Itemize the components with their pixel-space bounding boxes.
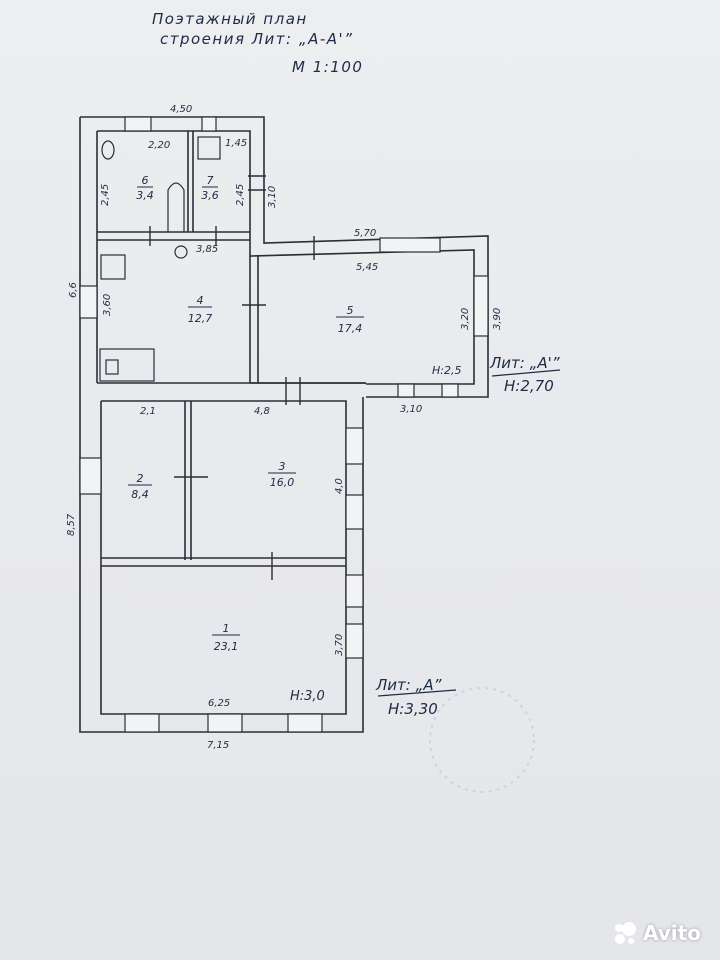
window-kitchen (79, 285, 98, 319)
room-4-number: 4 (197, 294, 204, 307)
dim-room1-inner-width: 6,25 (208, 698, 230, 709)
room-labels: 6 3,4 7 3,6 4 12,7 5 17,4 2 8,4 3 16,0 1… (128, 174, 364, 653)
avito-logo-icon (612, 920, 638, 946)
room-7-number: 7 (207, 174, 214, 187)
room-1-number: 1 (223, 622, 230, 635)
lit-a-height: Н:3,30 (388, 700, 438, 718)
room-6-area: 3,4 (136, 189, 154, 202)
fixtures (99, 136, 221, 382)
drain-icon (174, 245, 188, 259)
room-4-area: 12,7 (188, 312, 213, 325)
window-room2 (79, 457, 102, 495)
faint-stamp (429, 687, 535, 793)
lit-a1-label: Лит: „А'” (489, 354, 560, 372)
room-3-number: 3 (279, 460, 286, 473)
bathtub-icon (167, 182, 185, 232)
dim-room1-height: 3,70 (334, 634, 345, 656)
window-room3-b (345, 494, 364, 530)
window-annex-bottom-a (397, 383, 415, 398)
dim-top-width: 4,50 (170, 104, 192, 115)
room-2-area: 8,4 (131, 488, 149, 501)
dim-annex-inner-width: 5,45 (356, 262, 378, 273)
window-room1-bottom-c (287, 713, 323, 733)
window-room5-right (473, 275, 489, 337)
kitchen-counter-icon (99, 348, 155, 382)
window-wc (201, 116, 217, 132)
dim-wc-width: 1,45 (225, 138, 247, 149)
room-1-area: 23,1 (214, 640, 239, 653)
sink-icon (197, 136, 221, 160)
dim-room3-height: 4,0 (334, 478, 345, 494)
window-room1-b (345, 623, 364, 659)
plan-scale: М 1:100 (292, 58, 363, 76)
room-6-number: 6 (142, 174, 149, 187)
window-annex-bottom-b (441, 383, 459, 398)
dim-total-width: 7,15 (207, 740, 229, 751)
dim-room5-outer-height: 3,90 (492, 308, 503, 330)
window-room3-a (345, 427, 364, 465)
dim-left-upper: 6,6 (68, 282, 79, 298)
dim-upper-right-height: 3,10 (267, 186, 278, 208)
room-7-area: 3,6 (201, 189, 219, 202)
outer-wall-upper (80, 116, 489, 398)
stove-icon (100, 254, 126, 280)
window-room1-bottom-a (124, 713, 160, 733)
lit-a1-height: Н:2,70 (504, 377, 554, 395)
dim-annex-bottom: 3,10 (400, 404, 422, 415)
dim-room2-width: 2,1 (140, 406, 156, 417)
room-5-number: 5 (347, 304, 354, 317)
dim-room5-inner-height: 3,20 (460, 308, 471, 330)
dimensions: 4,50 2,20 1,45 2,45 2,45 3,10 3,85 5,70 … (66, 104, 503, 751)
dim-bath-width: 2,20 (148, 140, 170, 151)
height-annex: H:2,5 (432, 364, 461, 377)
inner-wall-main (100, 400, 347, 715)
dim-annex-outer-width: 5,70 (354, 228, 376, 239)
plan-title-line2: строения Лит: „А-А'” (160, 30, 353, 48)
toilet-icon (101, 140, 115, 160)
lit-a-label: Лит: „А” (375, 676, 442, 694)
avito-watermark: Avito (612, 918, 712, 948)
room-3-area: 16,0 (270, 476, 295, 489)
dim-left-total: 8,57 (66, 513, 77, 536)
dim-wc-height: 2,45 (235, 184, 246, 206)
walls (79, 116, 489, 733)
window-room1-a (345, 574, 364, 608)
window-room1-bottom-b (207, 713, 243, 733)
plan-title-line1: Поэтажный план (152, 10, 308, 28)
avito-watermark-text: Avito (643, 921, 701, 945)
height-main: H:3,0 (290, 689, 325, 704)
dim-kitchen-bottom: 3,85 (196, 244, 218, 255)
room-5-area: 17,4 (338, 322, 363, 335)
window-room5-top (379, 237, 441, 253)
room-2-number: 2 (137, 472, 144, 485)
door-marks (149, 175, 315, 580)
window-bath (124, 116, 152, 132)
dim-kitchen-height: 3,60 (102, 294, 113, 316)
dim-bath-height: 2,45 (100, 184, 111, 206)
windows (79, 116, 489, 733)
inner-wall-upper (97, 130, 475, 385)
dim-room3-width: 4,8 (254, 406, 270, 417)
